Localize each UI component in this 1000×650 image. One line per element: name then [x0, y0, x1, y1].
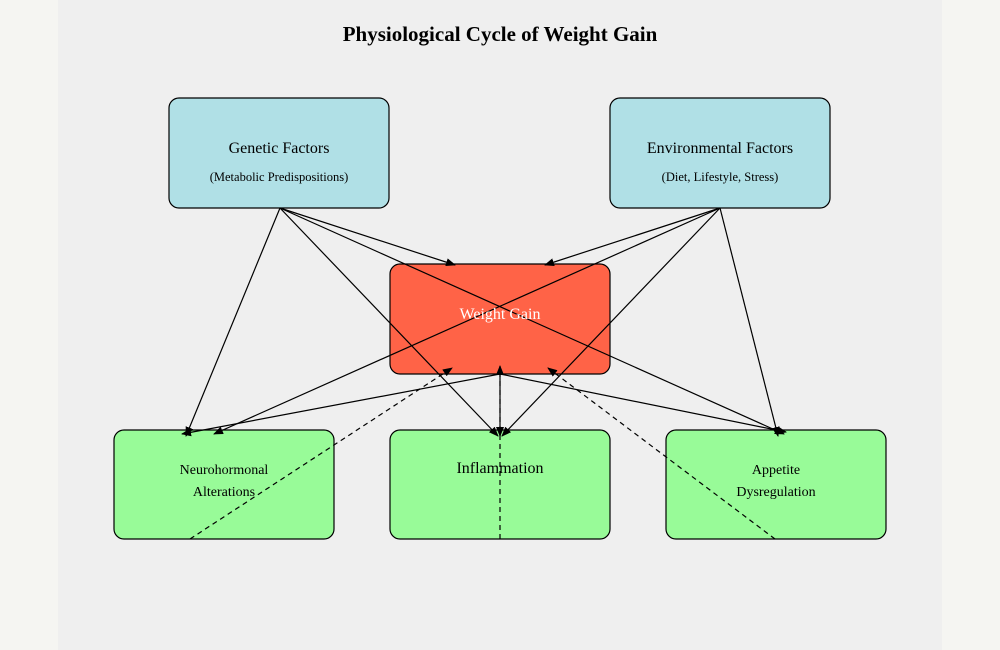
- genetic-factors-box: [168, 97, 390, 209]
- diagram-title: Physiological Cycle of Weight Gain: [342, 22, 658, 46]
- arrow-environmental-to-inflammation: [501, 207, 721, 437]
- neurohormonal-label-line1: Neurohormonal: [180, 463, 269, 478]
- arrow-neurohormonal-feedback: [189, 367, 453, 540]
- appetite-label-line1: Appetite: [752, 463, 800, 478]
- environmental-factors-subtitle: (Diet, Lifestyle, Stress): [662, 170, 779, 184]
- arrow-appetite-feedback: [547, 367, 776, 540]
- arrow-genetic-to-appetite: [279, 207, 785, 435]
- weight-gain-label: Weight Gain: [460, 306, 541, 323]
- appetite-label-line2: Dysregulation: [736, 485, 815, 500]
- arrow-environmental-to-appetite: [719, 207, 780, 437]
- arrow-weight-gain-to-appetite: [499, 373, 787, 435]
- inflammation-label: Inflammation: [456, 460, 543, 477]
- genetic-factors-subtitle: (Metabolic Predispositions): [210, 170, 349, 184]
- arrow-genetic-to-weight-gain: [279, 207, 456, 267]
- environmental-arrows: [213, 207, 780, 437]
- arrow-genetic-to-inflammation: [279, 207, 499, 437]
- arrow-environmental-to-weight-gain: [544, 207, 721, 267]
- environmental-factors-title: Environmental Factors: [647, 140, 793, 157]
- arrow-weight-gain-to-neurohormonal: [181, 373, 501, 437]
- genetic-factors-title: Genetic Factors: [229, 140, 330, 157]
- feedback-arrows: [189, 365, 776, 540]
- weight-gain-arrows: [181, 373, 787, 437]
- genetic-arrows: [185, 207, 785, 437]
- neurohormonal-label-line2: Alterations: [193, 485, 255, 500]
- arrow-genetic-to-neurohormonal: [185, 207, 281, 437]
- arrow-environmental-to-neurohormonal: [213, 207, 721, 435]
